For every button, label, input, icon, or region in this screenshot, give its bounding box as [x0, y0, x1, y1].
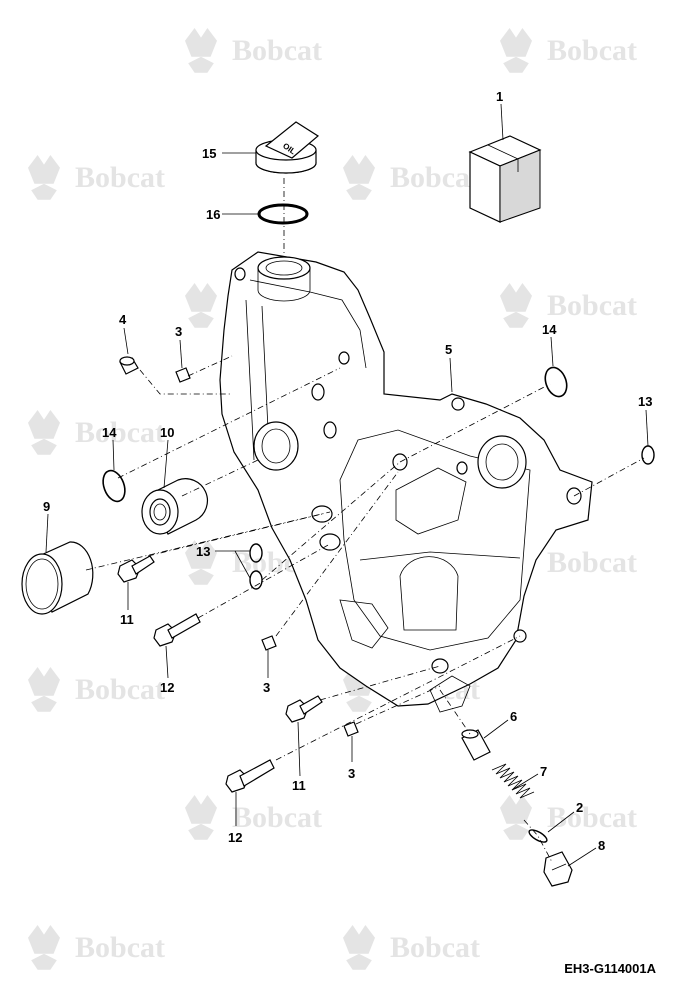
svg-text:Bobcat: Bobcat — [75, 416, 165, 449]
callout-11-upper: 11 — [120, 612, 134, 627]
callout-11-lower: 11 — [292, 778, 306, 793]
callout-13-right: 13 — [638, 394, 652, 409]
part-1-kit-box — [468, 135, 542, 223]
part-4-plug — [119, 356, 139, 375]
alignment-lines — [85, 178, 645, 863]
part-3-dowel-pin-bottom — [343, 721, 359, 737]
callout-3-top: 3 — [175, 324, 182, 339]
svg-text:Bobcat: Bobcat — [75, 673, 165, 706]
watermark-16: Bobcat — [343, 925, 480, 970]
callout-14-left: 14 — [102, 425, 117, 440]
svg-text:Bobcat: Bobcat — [390, 931, 480, 964]
svg-text:Bobcat: Bobcat — [547, 289, 637, 322]
callout-4: 4 — [119, 312, 127, 327]
callout-12-lower: 12 — [228, 830, 242, 845]
part-9-sleeve — [21, 541, 94, 615]
part-12-bolt-lower — [225, 759, 275, 793]
callout-3-bottom: 3 — [348, 766, 355, 781]
callout-1: 1 — [496, 89, 503, 104]
part-15-oil-filler-cap: OIL — [255, 121, 320, 174]
watermark-15: Bobcat — [28, 925, 165, 970]
callout-2: 2 — [576, 800, 583, 815]
callout-5: 5 — [445, 342, 452, 357]
callout-14-right: 14 — [542, 322, 557, 337]
part-5-gear-case — [219, 251, 593, 713]
part-12-bolt-upper — [153, 613, 201, 647]
watermark-11: Bobcat — [28, 667, 165, 712]
callout-12-upper: 12 — [160, 680, 174, 695]
callout-3-left: 3 — [263, 680, 270, 695]
part-8-plug-bolt — [543, 851, 573, 887]
watermark-1: Bobcat — [185, 28, 322, 73]
callout-6: 6 — [510, 709, 517, 724]
svg-text:Bobcat: Bobcat — [547, 801, 637, 834]
svg-text:Bobcat: Bobcat — [547, 546, 637, 579]
part-10-oil-seal — [141, 478, 209, 535]
part-11-bolt-upper — [117, 555, 155, 583]
part-13-o-ring-right — [641, 445, 655, 465]
leader-lines — [45, 103, 649, 867]
watermark-14: Bobcat — [500, 795, 637, 840]
watermark-4: Bobcat — [343, 155, 480, 200]
part-11-bolt-lower — [285, 695, 323, 723]
part-6-relief-valve — [461, 729, 491, 761]
watermark-3: Bobcat — [28, 155, 165, 200]
callout-16: 16 — [206, 207, 220, 222]
watermark-2: Bobcat — [500, 28, 637, 73]
part-2-washer — [528, 829, 548, 843]
svg-text:Bobcat: Bobcat — [547, 34, 637, 67]
callout-10: 10 — [160, 425, 174, 440]
watermark-6: Bobcat — [500, 283, 637, 328]
part-3-dowel-pin-top — [175, 367, 191, 383]
part-3-dowel-pin-left — [261, 635, 277, 651]
callout-labels: 1 15 16 4 3 5 14 13 14 10 9 13 11 12 3 6… — [43, 89, 652, 853]
part-16-o-ring — [257, 203, 309, 225]
callout-13-center: 13 — [196, 544, 210, 559]
callout-9: 9 — [43, 499, 50, 514]
callout-8: 8 — [598, 838, 605, 853]
svg-text:Bobcat: Bobcat — [75, 931, 165, 964]
svg-text:Bobcat: Bobcat — [232, 34, 322, 67]
svg-text:Bobcat: Bobcat — [390, 161, 480, 194]
callout-15: 15 — [202, 146, 216, 161]
part-7-spring — [491, 763, 535, 799]
watermark-7: Bobcat — [28, 410, 165, 455]
callout-7: 7 — [540, 764, 547, 779]
watermark-13: Bobcat — [185, 795, 322, 840]
drawing-code: EH3-G114001A — [564, 961, 656, 976]
part-14-o-ring-right — [544, 366, 568, 398]
watermark-10: Bobcat — [500, 540, 637, 585]
svg-text:Bobcat: Bobcat — [75, 161, 165, 194]
svg-text:Bobcat: Bobcat — [232, 801, 322, 834]
part-14-o-ring-left — [102, 469, 126, 503]
